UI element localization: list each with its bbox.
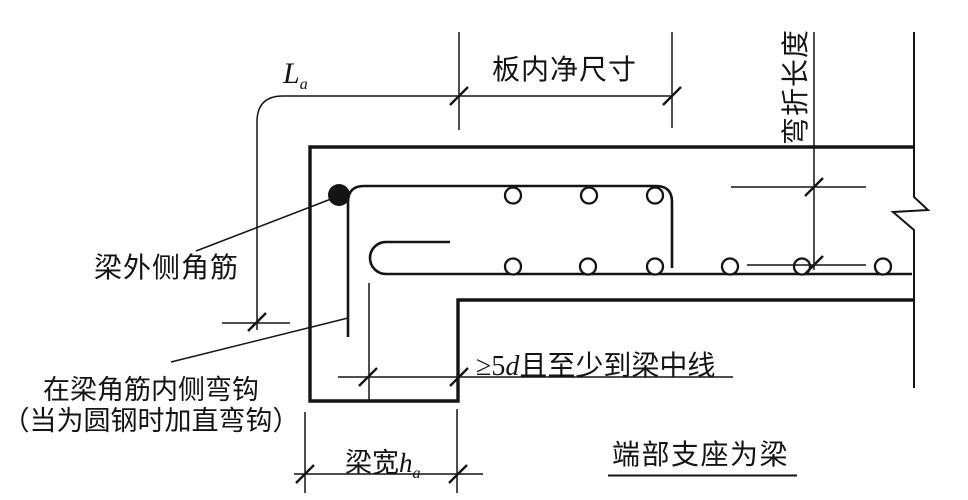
beam-width-subscript: a bbox=[412, 465, 421, 482]
rebar-section-circle bbox=[579, 186, 599, 205]
anchorage-symbol: L bbox=[283, 57, 300, 90]
bottom-distribution-bars bbox=[503, 257, 893, 276]
dimension-ticks bbox=[247, 86, 824, 484]
hook-note-line1: 在梁角筋内侧弯钩 bbox=[43, 375, 259, 405]
corner-bar-dot bbox=[328, 184, 350, 206]
rebar-section-circle bbox=[720, 257, 740, 276]
tick bbox=[448, 464, 468, 484]
beam-width-label: 梁宽ha bbox=[345, 441, 421, 483]
rebar-section-circle bbox=[578, 257, 598, 276]
leader-to-corner-bar bbox=[195, 198, 332, 252]
concrete-outline bbox=[308, 145, 914, 403]
tick bbox=[804, 177, 824, 197]
tick bbox=[804, 255, 824, 275]
leader-to-hook bbox=[170, 317, 349, 363]
rebar-section-circle bbox=[503, 186, 523, 205]
leader-lines bbox=[170, 198, 349, 363]
bottom-bar-extension-label: ≥5d且至少到梁中线 bbox=[476, 344, 715, 384]
section-break-line bbox=[890, 32, 931, 388]
beam-width-variable: h bbox=[399, 448, 413, 478]
dim-la-line bbox=[256, 95, 672, 330]
tick bbox=[449, 86, 469, 106]
tick bbox=[295, 464, 315, 484]
slab-clear-span-label: 板内净尺寸 bbox=[492, 55, 638, 86]
beam-outer-corner-bar-label: 梁外侧角筋 bbox=[94, 253, 240, 284]
slab-bottom-rebar-hook bbox=[368, 240, 912, 276]
extension-variable: d bbox=[505, 351, 520, 382]
rebar-section-circle bbox=[645, 186, 665, 205]
beam-width-prefix: 梁宽 bbox=[345, 448, 399, 478]
rebar-section-circle bbox=[792, 257, 812, 276]
tick bbox=[662, 86, 682, 106]
hook-note-line2: （当为圆钢时加直弯钩） bbox=[2, 406, 300, 436]
anchorage-length-label: La bbox=[283, 57, 308, 94]
tick bbox=[449, 367, 469, 387]
rebar-section-circle bbox=[645, 257, 665, 276]
end-support-label: 端部支座为梁 bbox=[612, 440, 790, 471]
dimension-lines bbox=[222, 32, 866, 493]
tick bbox=[358, 367, 378, 387]
rebar-section-circle bbox=[873, 257, 893, 276]
tick bbox=[247, 312, 267, 332]
top-distribution-bars bbox=[503, 186, 665, 205]
extension-prefix: ≥5 bbox=[476, 351, 506, 382]
anchorage-subscript: a bbox=[299, 76, 308, 93]
rebar-section-circle bbox=[503, 257, 523, 276]
extension-suffix: 且至少到梁中线 bbox=[519, 351, 716, 382]
hook-note-label: 在梁角筋内侧弯钩 （当为圆钢时加直弯钩） bbox=[0, 375, 308, 437]
bend-length-label: 弯折长度 bbox=[781, 29, 812, 146]
